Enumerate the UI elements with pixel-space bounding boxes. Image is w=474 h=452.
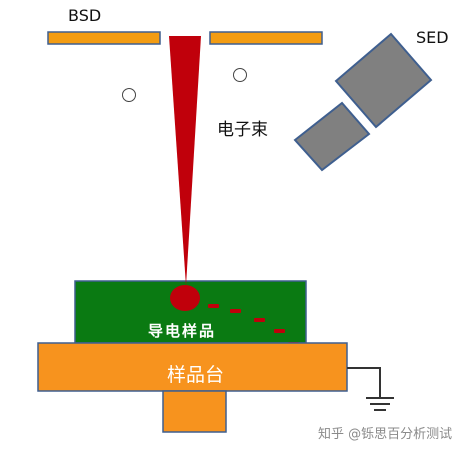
particle-circle (122, 88, 136, 102)
interaction-volume (170, 285, 200, 311)
conductive-sample-label: 导电样品 (148, 322, 217, 340)
watermark: 知乎 @铄思百分析测试 (318, 427, 453, 442)
sample-stage-label: 样品台 (167, 364, 225, 386)
sed-label: SED (416, 28, 449, 47)
bsd-plate-right (209, 31, 323, 45)
sed-detector-arm (293, 101, 371, 172)
particle-circle (233, 68, 247, 82)
bsd-plate-left (47, 31, 161, 45)
sed-detector-head (334, 32, 433, 129)
electron-beam-label: 电子束 (217, 120, 268, 140)
bsd-label: BSD (68, 6, 102, 25)
ground-icon (347, 367, 394, 411)
electron-beam (169, 36, 201, 286)
stage-post (162, 390, 227, 433)
